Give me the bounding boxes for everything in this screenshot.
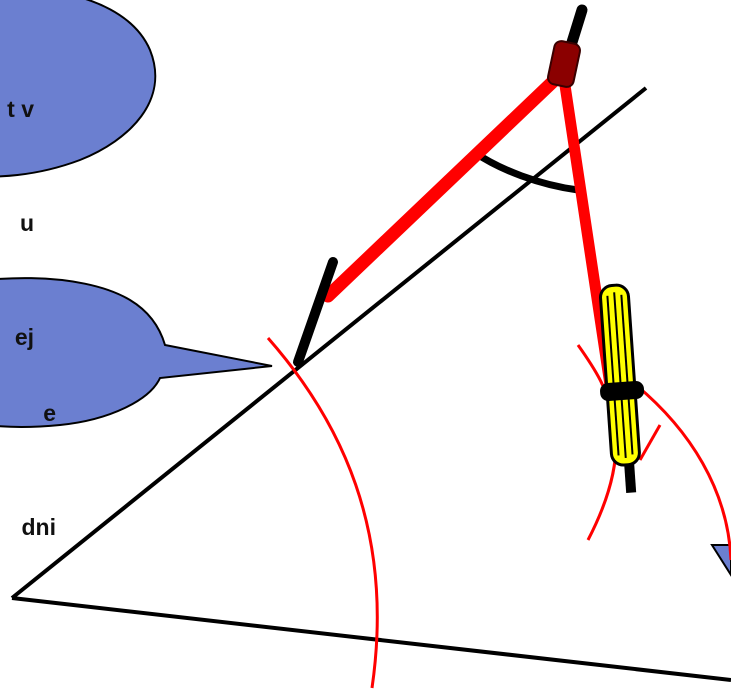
callout-middle-line: dni <box>21 514 57 540</box>
compass-needle <box>293 257 338 367</box>
callout-top-text: t v u ej <box>0 14 34 394</box>
angle-arc-marking <box>472 149 579 194</box>
triangle-side-upper <box>10 86 648 600</box>
construction-arc-tick <box>638 424 662 461</box>
triangle-side-base <box>11 596 731 682</box>
callout-bubble-top <box>0 0 157 178</box>
callout-middle-text: e dni <box>0 318 57 584</box>
compass-hinge <box>547 40 581 88</box>
construction-arc-right-large <box>635 383 731 561</box>
compass-leg-left <box>321 65 570 303</box>
construction-arc-left <box>266 337 379 689</box>
callout-bubble-right <box>710 544 731 577</box>
callout-bubble-middle <box>0 277 273 428</box>
callout-top-line: u <box>19 210 34 236</box>
callout-top-line: ej <box>14 324 34 350</box>
pencil <box>599 283 645 493</box>
callout-top-line: t v <box>7 96 34 122</box>
callout-middle-line: e <box>43 400 56 426</box>
